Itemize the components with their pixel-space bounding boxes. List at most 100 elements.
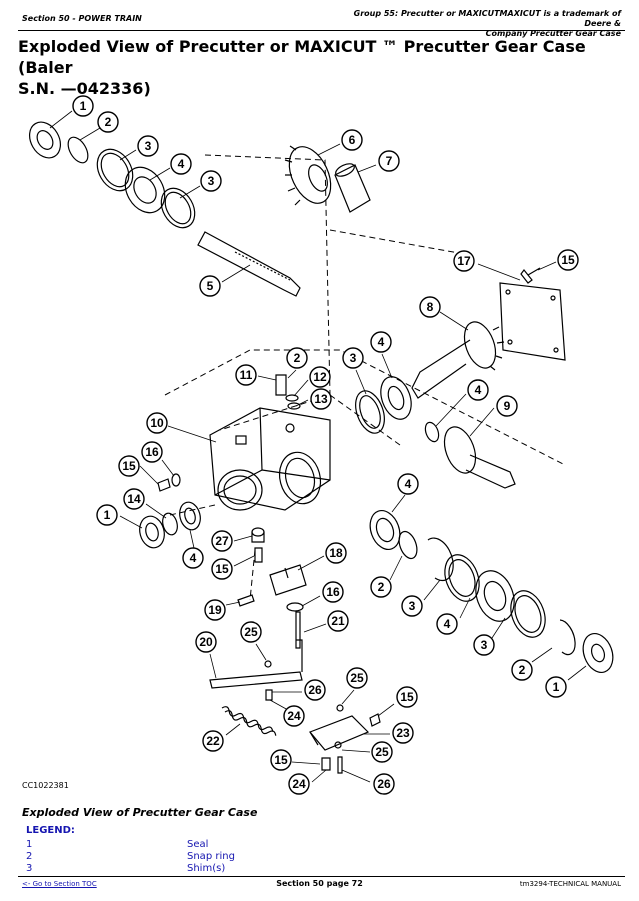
callout-circle (211, 530, 233, 552)
callout-circle (170, 153, 192, 175)
callout-number: 27 (215, 534, 229, 548)
callout-circle (397, 473, 419, 495)
callout-10: 10 (146, 412, 168, 434)
callout-circle (204, 599, 226, 621)
callout-2: 2 (97, 111, 119, 133)
callout-circle (211, 558, 233, 580)
callout-number: 4 (405, 477, 412, 491)
callout-number: 16 (145, 445, 159, 459)
callout-circle (195, 631, 217, 653)
callout-15: 15 (118, 455, 140, 477)
callout-25: 25 (240, 621, 262, 643)
callout-circle (96, 504, 118, 526)
callout-number: 12 (313, 370, 327, 384)
callout-circle (419, 296, 441, 318)
callout-circle (322, 581, 344, 603)
callout-circle (240, 621, 262, 643)
callout-number: 3 (208, 174, 215, 188)
legend-num: 1 (26, 839, 33, 850)
callout-circle (286, 347, 308, 369)
page-title-line1: Exploded View of Precutter or MAXICUT ™ … (18, 37, 586, 77)
callout-circle (310, 388, 332, 410)
callout-22: 22 (202, 730, 224, 752)
header-rule (18, 30, 625, 31)
callout-16: 16 (322, 581, 344, 603)
callout-2: 2 (286, 347, 308, 369)
exploded-view-diagram: 1234356717158341121213491016151414271542… (28, 95, 614, 795)
callout-number: 15 (215, 562, 229, 576)
callout-circle (141, 441, 163, 463)
header-section: Section 50 - POWER TRAIN (22, 14, 142, 23)
callout-circle (371, 741, 393, 763)
callout-number: 21 (331, 614, 345, 628)
callout-number: 4 (190, 551, 197, 565)
callout-circle (182, 547, 204, 569)
callout-circle (396, 686, 418, 708)
figure-id: CC1022381 (22, 781, 69, 790)
callout-circle (467, 379, 489, 401)
callout-5: 5 (199, 275, 221, 297)
callout-number: 10 (150, 416, 164, 430)
callout-number: 9 (504, 399, 511, 413)
callout-3: 3 (342, 347, 364, 369)
callout-circle (373, 773, 395, 795)
callout-number: 6 (349, 133, 356, 147)
callout-4: 4 (436, 613, 458, 635)
callout-number: 7 (386, 154, 393, 168)
callout-number: 3 (409, 599, 416, 613)
go-to-section-toc-link[interactable]: <- Go to Section TOC (22, 880, 97, 888)
callout-circle (97, 111, 119, 133)
callout-circle (496, 395, 518, 417)
manual-id: tm3294-TECHNICAL MANUAL (519, 880, 621, 888)
callout-number: 18 (329, 546, 343, 560)
callout-18: 18 (325, 542, 347, 564)
legend-desc: Seal (187, 839, 209, 850)
callout-number: 1 (553, 680, 560, 694)
callout-number: 15 (122, 459, 136, 473)
callout-number: 24 (287, 709, 301, 723)
callout-circle (557, 249, 579, 271)
figure-caption: Exploded View of Precutter Gear Case (22, 806, 258, 819)
header-group: Group 55: Precutter or MAXICUTMAXICUT is… (331, 9, 621, 39)
callout-circle (146, 412, 168, 434)
legend-num: 3 (26, 863, 33, 874)
callout-number: 15 (274, 753, 288, 767)
callout-14: 14 (123, 488, 145, 510)
legend-desc: Snap ring (187, 851, 235, 862)
callout-circle (202, 730, 224, 752)
callout-21: 21 (327, 610, 349, 632)
callout-circle (118, 455, 140, 477)
callout-17: 17 (453, 250, 475, 272)
callout-number: 25 (375, 745, 389, 759)
legend-row: 1 Seal (26, 839, 446, 851)
callout-number: 5 (207, 279, 214, 293)
callout-number: 3 (145, 139, 152, 153)
callout-circle (200, 170, 222, 192)
callout-number: 3 (481, 638, 488, 652)
callout-circle (545, 676, 567, 698)
callout-circle (473, 634, 495, 656)
callout-26: 26 (304, 679, 326, 701)
callout-3: 3 (200, 170, 222, 192)
callout-circle (511, 659, 533, 681)
callout-circle (199, 275, 221, 297)
legend-desc: Shim(s) (187, 863, 226, 874)
legend-title: LEGEND: (26, 825, 75, 836)
callout-circle (341, 129, 363, 151)
callout-3: 3 (137, 135, 159, 157)
legend-row: 2 Snap ring (26, 851, 446, 863)
callout-number: 14 (127, 492, 141, 506)
callout-15: 15 (270, 749, 292, 771)
callout-number: 22 (206, 734, 220, 748)
callout-4: 4 (397, 473, 419, 495)
callout-23: 23 (392, 722, 414, 744)
callout-number: 25 (244, 625, 258, 639)
callout-4: 4 (370, 331, 392, 353)
callout-circle (327, 610, 349, 632)
callout-number: 2 (378, 580, 385, 594)
callout-circle (378, 150, 400, 172)
callout-number: 25 (350, 671, 364, 685)
callout-circle (392, 722, 414, 744)
callout-16: 16 (141, 441, 163, 463)
callout-circle (370, 576, 392, 598)
